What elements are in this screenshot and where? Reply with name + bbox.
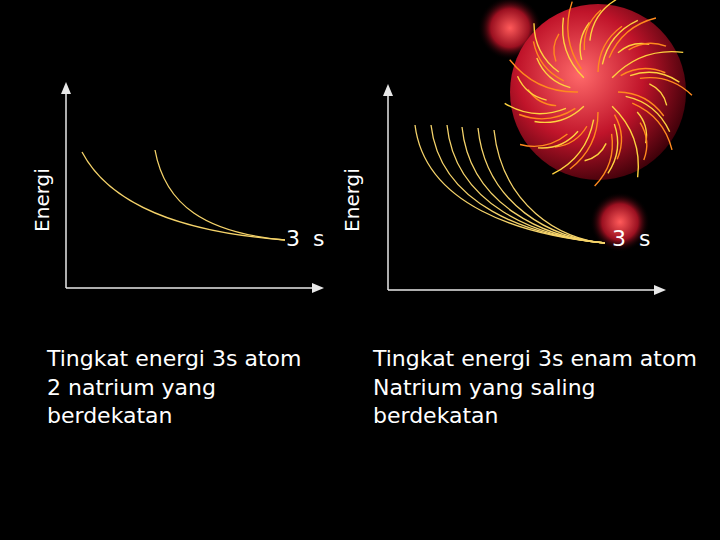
sphere — [510, 4, 686, 180]
axis-line — [388, 90, 660, 290]
spike — [640, 123, 647, 160]
spike — [612, 106, 638, 177]
arrowhead — [61, 82, 71, 94]
level-label: 3 s — [612, 226, 653, 251]
axis-label: Energi — [30, 168, 54, 232]
spike — [595, 134, 613, 186]
energy-curve — [494, 130, 605, 243]
sphere-spikes — [505, 0, 692, 186]
spike — [637, 112, 646, 143]
energy-curves — [82, 125, 605, 243]
spike — [534, 23, 559, 72]
spike — [554, 34, 559, 62]
axis-line — [66, 88, 318, 288]
spike — [602, 20, 637, 64]
level-label: 3 s — [286, 226, 327, 251]
spike — [629, 43, 666, 50]
spike — [632, 103, 672, 150]
spike — [585, 143, 607, 160]
energy-curve — [447, 125, 605, 243]
spike — [626, 96, 670, 131]
spike — [612, 52, 683, 78]
energy-curve — [155, 150, 285, 240]
caption-text: Tingkat energi 3s enam atom Natrium yang… — [373, 345, 703, 431]
spike — [520, 134, 567, 146]
arrowhead — [654, 285, 666, 295]
energy-curve — [82, 152, 285, 240]
axis-label: Energi — [340, 168, 364, 232]
axes — [66, 88, 660, 290]
spike — [505, 103, 566, 113]
energy-curve — [431, 125, 605, 243]
spike — [640, 78, 692, 96]
energy-curve — [462, 127, 605, 243]
spike — [568, 2, 582, 70]
axis-arrows — [61, 82, 666, 295]
spike — [649, 84, 666, 106]
arrowhead — [312, 283, 324, 293]
spike — [552, 120, 593, 175]
spike — [528, 89, 556, 105]
arrowhead — [383, 84, 393, 96]
decoration — [478, 0, 692, 252]
spike — [609, 18, 656, 58]
energy-curve — [478, 128, 605, 243]
spike — [618, 43, 649, 52]
energy-curve — [415, 125, 605, 243]
caption-text: Tingkat energi 3s atom 2 natrium yang be… — [47, 345, 317, 431]
